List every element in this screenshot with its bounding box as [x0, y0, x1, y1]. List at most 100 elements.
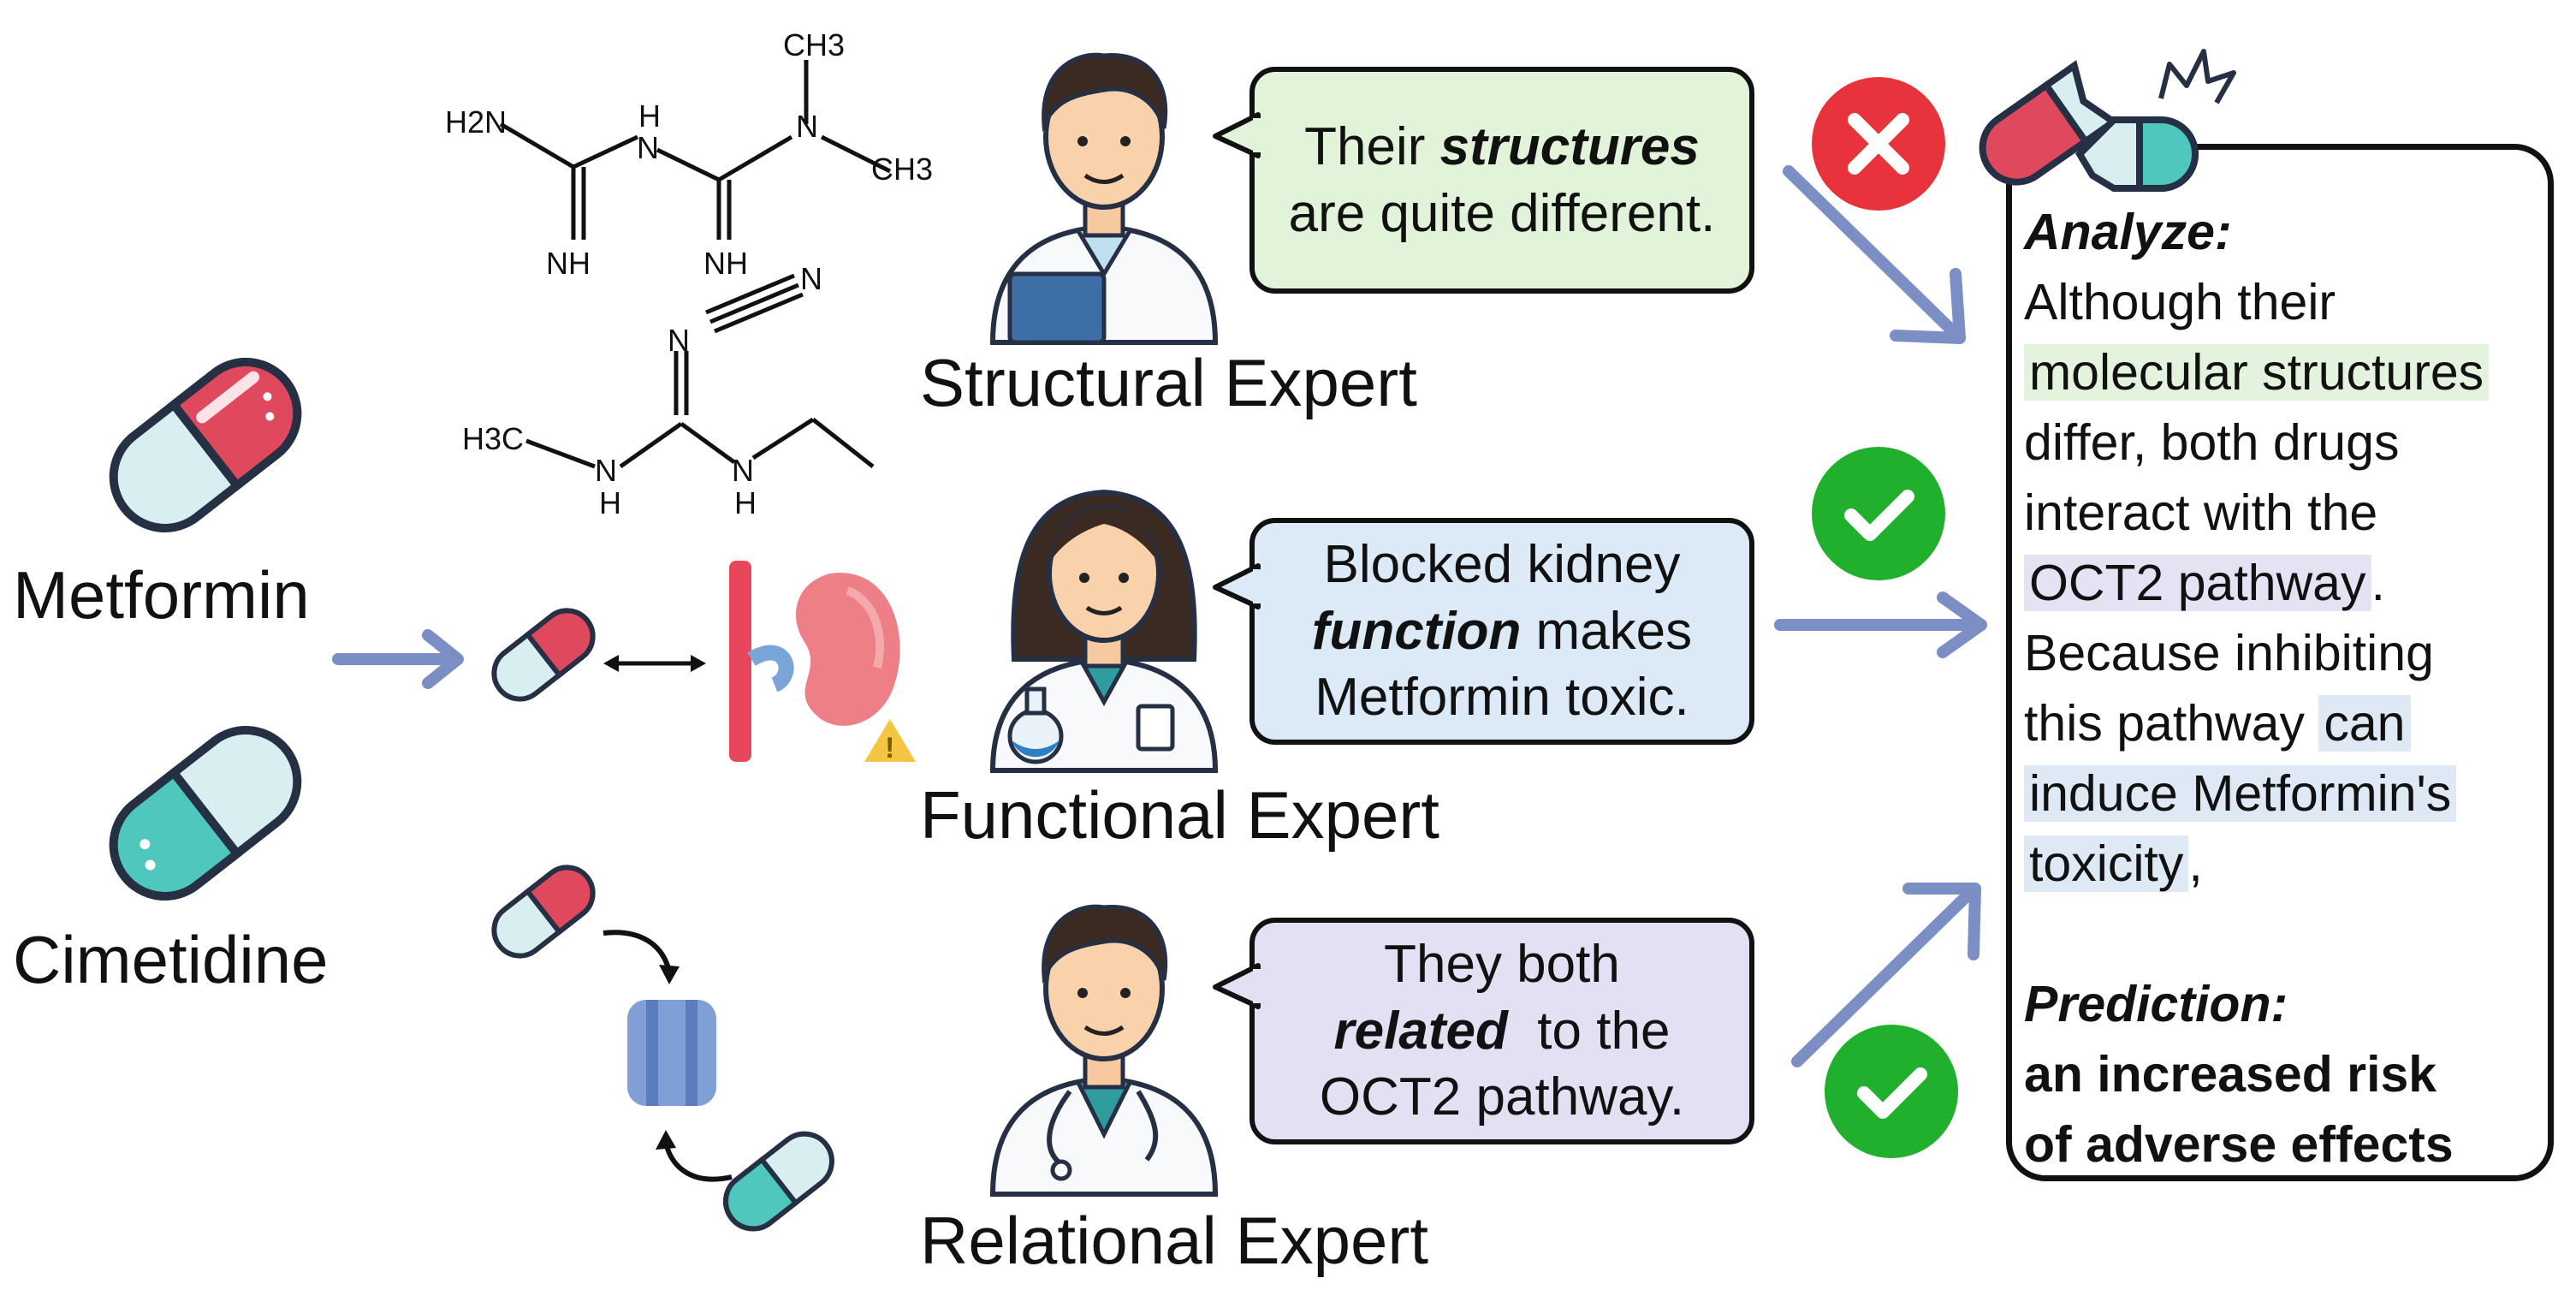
analysis-segment: Although their: [2024, 274, 2336, 330]
bubble-segment: Metformin toxic.: [1315, 668, 1689, 728]
cross-icon: [1812, 77, 1945, 211]
prediction-line: of adverse effects: [2024, 1116, 2454, 1173]
metformin-input-arrow: [332, 629, 464, 689]
curved-arrow-icon: [656, 1130, 733, 1182]
mol-atom: N: [668, 323, 690, 358]
highlighted-phrase: induce Metformin's: [2024, 765, 2457, 822]
bubble-segment: makes: [1521, 601, 1693, 661]
bubble-segment: Their: [1304, 117, 1440, 176]
prediction-heading: Prediction:: [2024, 976, 2288, 1032]
relational-to-analysis-arrow: [1791, 883, 1981, 1067]
relational-expert-label: Relational Expert: [920, 1203, 1428, 1278]
analysis-segment: this pathway: [2024, 695, 2319, 752]
bubble-line: Blocked kidney: [1312, 532, 1692, 598]
bubble-tail: [1213, 112, 1263, 158]
bubble-segment: are quite different.: [1288, 183, 1716, 243]
mol-atom: H: [638, 98, 661, 134]
functional-expert-label: Functional Expert: [920, 777, 1439, 853]
analysis-line: interact with the: [2024, 478, 2548, 548]
mol-atom: NH: [703, 246, 748, 281]
structural-to-analysis-arrow: [1783, 165, 1966, 344]
highlighted-phrase: can: [2318, 695, 2411, 752]
cimetidine-label: Cimetidine: [13, 922, 329, 997]
analysis-line: OCT2 pathway.: [2024, 548, 2548, 618]
blank-line: [2024, 899, 2548, 969]
structural-expert-label: Structural Expert: [920, 345, 1417, 420]
oct2-transporter-icon: [627, 1000, 716, 1106]
prediction-line: an increased risk: [2024, 1046, 2437, 1103]
mol-atom: NH: [546, 246, 591, 281]
bubble-line: OCT2 pathway.: [1320, 1064, 1684, 1131]
bubble-line: are quite different.: [1289, 181, 1716, 247]
double-arrow-icon: [603, 655, 706, 672]
mol-atom: CH3: [871, 152, 933, 187]
mol-atom: N: [732, 453, 754, 488]
analysis-segment: differ, both drugs: [2024, 414, 2400, 471]
check-icon: [1812, 447, 1945, 580]
bubble-line: function makes: [1312, 598, 1692, 665]
mol-atom: H: [734, 485, 757, 520]
mol-atom: N: [595, 453, 617, 488]
relational-expert-avatar: [989, 904, 1219, 1197]
analysis-line: Although their: [2024, 267, 2548, 337]
svg-text:!: !: [885, 732, 894, 764]
bubble-line: Their structures: [1289, 114, 1716, 181]
mol-atom: H2N: [445, 104, 507, 140]
analysis-panel: Analyze: Although their molecular structu…: [2006, 144, 2554, 1181]
metformin-structure: H2N H N N CH3 CH3 NH NH: [445, 27, 933, 281]
mol-atom: H3C: [462, 421, 524, 456]
analysis-line: induce Metformin's: [2024, 758, 2548, 829]
curved-arrow-icon: [602, 930, 680, 984]
cimetidine-pill-icon: [109, 726, 302, 901]
analyze-heading: Analyze:: [2024, 204, 2232, 260]
functional-expert-avatar: [989, 489, 1219, 773]
cimetidine-structure: N N H3C N H N H: [462, 261, 875, 520]
mol-atom: N: [637, 130, 659, 165]
structural-expert-avatar: [989, 52, 1219, 345]
small-metformin-pill-icon: [491, 865, 596, 959]
bubble-emphasis: structures: [1439, 117, 1700, 176]
bubble-line: related to the: [1320, 998, 1684, 1065]
bubble-emphasis: related: [1333, 1001, 1508, 1061]
bubble-emphasis: function: [1311, 601, 1522, 661]
analysis-segment: ,: [2188, 835, 2203, 892]
broken-pill-icon: [1979, 49, 2236, 192]
bubble-segment: They both: [1384, 935, 1620, 995]
kidney-icon: !: [729, 561, 916, 764]
analysis-line: toxicity,: [2024, 829, 2548, 899]
bubble-line: Metformin toxic.: [1312, 664, 1692, 731]
metformin-pill-icon: [109, 358, 302, 532]
analysis-text: Although their molecular structures differ…: [2024, 267, 2548, 899]
mol-atom: N: [800, 261, 822, 296]
metformin-label: Metformin: [13, 557, 310, 633]
bubble-segment: to the: [1507, 1001, 1671, 1061]
bubble-segment: Blocked kidney: [1323, 535, 1681, 595]
analysis-segment: interact with the: [2024, 484, 2378, 541]
analysis-line: molecular structures: [2024, 337, 2548, 407]
bubble-tail: [1213, 963, 1263, 1009]
bubble-segment: OCT2 pathway.: [1319, 1067, 1685, 1127]
highlighted-phrase: toxicity: [2024, 835, 2189, 892]
small-metformin-pill-icon: [491, 608, 596, 702]
analysis-segment: .: [2371, 555, 2385, 611]
mol-atom: N: [796, 109, 818, 144]
bubble-line: They both: [1320, 931, 1684, 998]
small-cimetidine-pill-icon: [723, 1131, 834, 1232]
check-icon: [1825, 1025, 1958, 1158]
analysis-segment: Because inhibiting: [2024, 625, 2434, 681]
mol-atom: H: [599, 485, 621, 520]
highlighted-phrase: OCT2 pathway: [2024, 555, 2371, 611]
bubble-tail: [1213, 563, 1263, 609]
analysis-line: differ, both drugs: [2024, 407, 2548, 478]
analysis-line: this pathway can: [2024, 688, 2548, 758]
highlighted-phrase: molecular structures: [2024, 344, 2490, 401]
analysis-line: Because inhibiting: [2024, 618, 2548, 688]
mol-atom: CH3: [783, 27, 845, 62]
functional-to-analysis-arrow: [1774, 591, 1987, 658]
